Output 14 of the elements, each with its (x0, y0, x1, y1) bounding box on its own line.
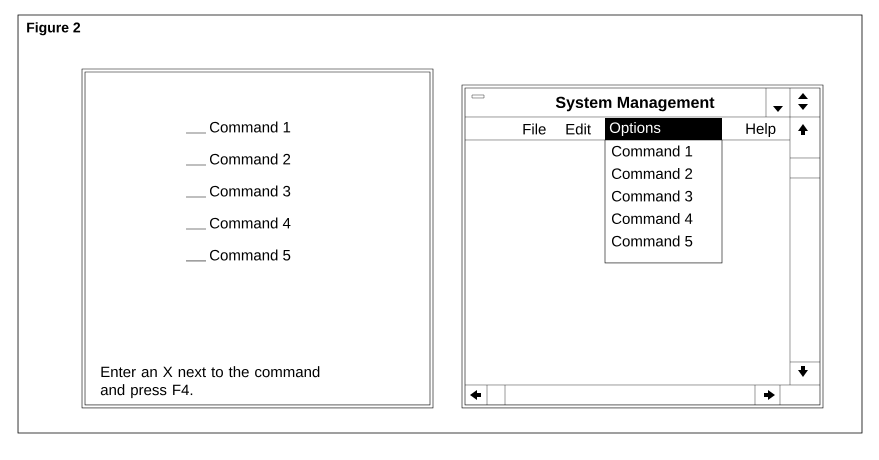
menu-item: File (523, 123, 546, 134)
screen-panel (82, 68, 434, 408)
window-title: System Management (556, 96, 714, 112)
menu-item: Help (746, 123, 776, 137)
menu-item: Edit (566, 123, 591, 134)
command-label: Command 1 (210, 121, 290, 132)
command-label: Command 2 (210, 153, 290, 164)
instruction-text: Enter an X next to the command and press F4. (100, 366, 320, 398)
command-label: Command 3 (210, 185, 290, 196)
selected-menu-item: Options (605, 118, 722, 140)
command-label: Command 4 (210, 217, 290, 228)
command-label: Command 5 (210, 249, 290, 260)
figure-title: Figure 2 (27, 22, 80, 36)
dropdown-menu: Command 1 Command 2 Command 3 Command 4 Command 5 (604, 140, 722, 264)
